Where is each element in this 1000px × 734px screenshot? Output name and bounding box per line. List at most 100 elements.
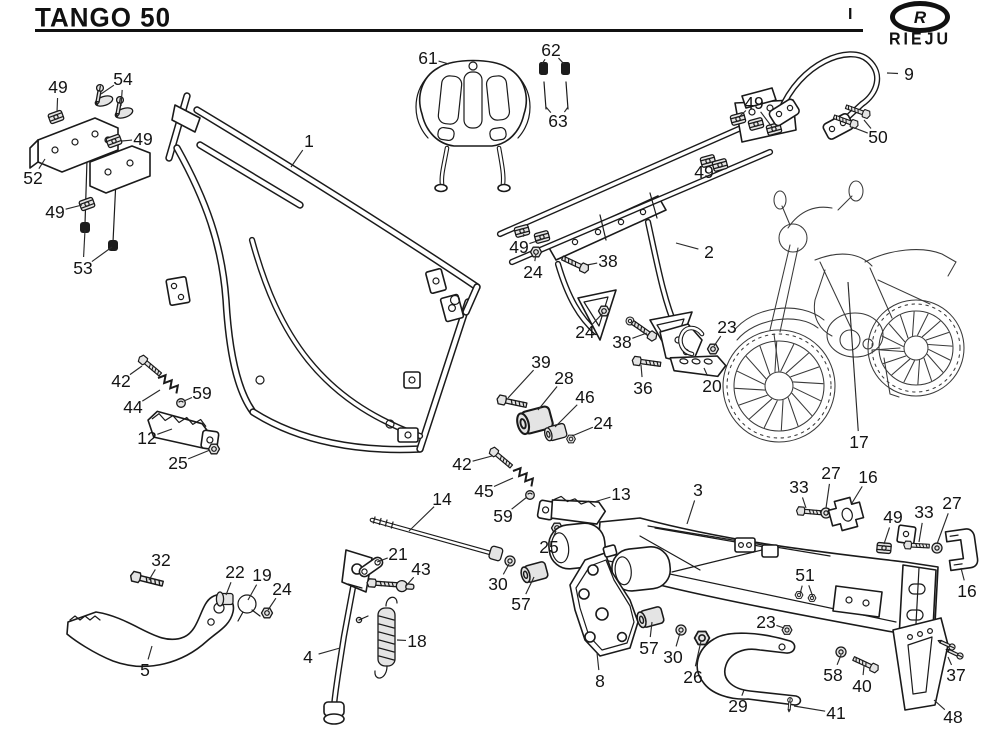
part-number-label: 38 <box>598 251 617 271</box>
guide-bracket-plate <box>827 496 865 532</box>
part-number-label: 24 <box>575 322 595 342</box>
leader-line <box>91 246 113 263</box>
leader-line <box>537 386 558 411</box>
part-number-label: 50 <box>868 127 888 147</box>
part-number-label: 30 <box>488 574 508 594</box>
leader-line <box>741 689 745 696</box>
leader-line <box>65 204 83 210</box>
part-number-label: 48 <box>943 707 962 727</box>
part-number-label: 24 <box>272 579 292 599</box>
wheel-spoke <box>793 387 822 402</box>
leader-line <box>554 404 578 428</box>
part-number-label: 49 <box>48 77 67 97</box>
part-number-label: 37 <box>946 665 965 685</box>
leader-line <box>38 158 46 170</box>
leader-line <box>571 426 594 437</box>
wheel-spoke <box>927 343 953 347</box>
leader-line <box>739 110 747 117</box>
footpeg-center <box>536 495 607 525</box>
hanger-bracket <box>569 544 639 657</box>
wheel-spoke <box>881 335 904 347</box>
part-number-label: 44 <box>123 397 143 417</box>
wheel-spoke <box>790 366 820 378</box>
leader-line <box>56 97 59 113</box>
brake-pedal-set <box>66 570 274 668</box>
part-number-label: 49 <box>45 202 64 222</box>
part-number-label: 41 <box>826 703 845 723</box>
stand-link <box>358 556 384 578</box>
wheel-spoke <box>917 359 921 385</box>
main-frame <box>165 92 481 454</box>
leader-line <box>525 576 535 595</box>
wheel-spoke <box>899 314 909 339</box>
page-title: TANGO 50 <box>35 1 172 33</box>
leader-line <box>121 139 133 142</box>
chain-guide-plate <box>892 617 949 711</box>
part-number-label: 59 <box>493 506 512 526</box>
part-number-label: 5 <box>140 660 150 680</box>
wheel-spoke <box>763 400 778 429</box>
leader-line <box>675 242 699 250</box>
part-number-label: 61 <box>418 48 437 68</box>
logo-r-letter: R <box>913 7 927 27</box>
part-number-label: 63 <box>548 111 567 131</box>
leader-line <box>592 312 604 325</box>
leader-line <box>120 89 123 107</box>
pivot-axle <box>369 516 504 562</box>
part-number-label: 32 <box>151 550 170 570</box>
part-number-label: 49 <box>744 93 763 113</box>
leader-line <box>507 369 534 399</box>
leader-line <box>808 585 814 598</box>
part-number-label: 38 <box>612 332 631 352</box>
rear-footpeg-bracket-right <box>529 246 727 378</box>
leader-line <box>552 530 557 538</box>
part-number-label: 25 <box>539 537 558 557</box>
leader-line <box>851 486 863 504</box>
leader-line <box>502 563 510 575</box>
part-number-label: 46 <box>575 387 594 407</box>
leader-line <box>863 119 872 129</box>
wheel-spoke <box>792 381 824 385</box>
part-number-label: 9 <box>904 64 914 84</box>
part-number-label: 21 <box>388 544 407 564</box>
part-number-label: 58 <box>823 665 842 685</box>
side-stand-set <box>323 549 415 725</box>
part-number-label: 13 <box>611 484 630 504</box>
wheel-spoke <box>791 392 813 416</box>
wheel-spoke <box>917 313 929 336</box>
part-number-label: 18 <box>407 631 426 651</box>
wheel-spoke <box>787 397 799 427</box>
wheel-spoke <box>785 352 809 374</box>
part-number-label: 51 <box>795 565 814 585</box>
leader-line <box>793 705 826 712</box>
leader-line <box>801 497 807 509</box>
leader-line <box>711 164 714 167</box>
leader-line <box>187 449 211 460</box>
part-number-label: 27 <box>942 493 961 513</box>
wheel-spoke <box>780 343 795 372</box>
part-number-label: 49 <box>133 129 152 149</box>
part-number-label: 22 <box>225 562 244 582</box>
part-number-label: 19 <box>252 565 271 585</box>
brand-name: RIEJU <box>888 30 952 49</box>
leader-line <box>640 364 643 378</box>
part-number-label: 49 <box>509 237 528 257</box>
part-number-label: 30 <box>663 647 683 667</box>
grab-rail <box>768 51 881 140</box>
leader-line <box>129 365 143 376</box>
part-number-label: 27 <box>821 463 840 483</box>
part-number-label: 20 <box>702 376 722 396</box>
leader-line <box>493 477 514 488</box>
leader-line <box>438 60 450 65</box>
leader-line <box>100 84 115 95</box>
leader-line <box>142 389 161 402</box>
leader-line <box>83 229 86 258</box>
leader-line <box>686 500 696 525</box>
wheel-spoke <box>903 360 915 383</box>
leader-line <box>703 367 709 377</box>
leader-line <box>586 262 598 266</box>
leader-line <box>947 656 953 666</box>
header-rule <box>35 29 863 32</box>
